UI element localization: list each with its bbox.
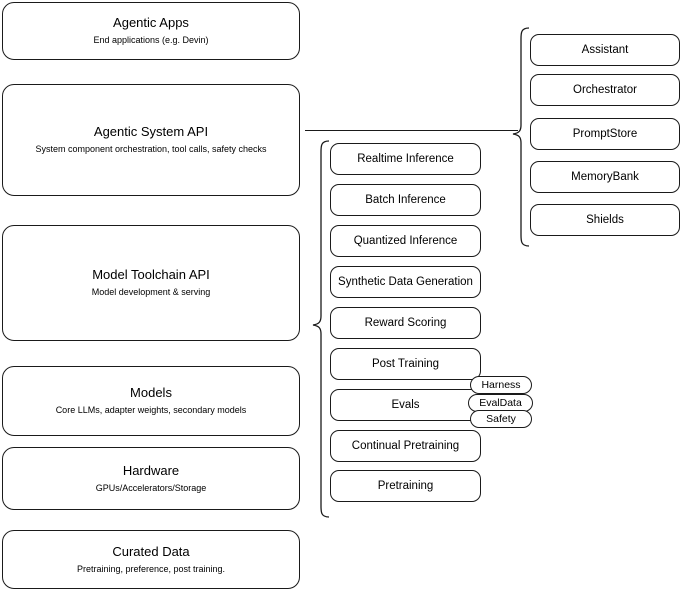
eval-pill-harness[interactable]: Harness xyxy=(470,376,532,394)
layer-subtitle: Core LLMs, adapter weights, secondary mo… xyxy=(55,405,247,415)
layer-agentic-system-api[interactable]: Agentic System API System component orch… xyxy=(2,84,300,196)
capability-reward-scoring[interactable]: Reward Scoring xyxy=(330,307,481,339)
capability-post-training[interactable]: Post Training xyxy=(330,348,481,380)
layer-hardware[interactable]: Hardware GPUs/Accelerators/Storage xyxy=(2,447,300,510)
layer-subtitle: End applications (e.g. Devin) xyxy=(93,35,209,45)
capability-realtime-inference[interactable]: Realtime Inference xyxy=(330,143,481,175)
layer-title: Hardware xyxy=(122,462,180,478)
capability-quantized-inference[interactable]: Quantized Inference xyxy=(330,225,481,257)
eval-pill-safety[interactable]: Safety xyxy=(470,410,532,428)
capability-evals[interactable]: Evals xyxy=(330,389,481,421)
layer-title: Curated Data xyxy=(112,543,190,559)
layer-curated-data[interactable]: Curated Data Pretraining, preference, po… xyxy=(2,530,300,589)
component-memorybank[interactable]: MemoryBank xyxy=(530,161,680,193)
layer-title: Models xyxy=(130,385,172,400)
capability-synthetic-data-generation[interactable]: Synthetic Data Generation xyxy=(330,266,481,298)
component-promptstore[interactable]: PromptStore xyxy=(530,118,680,150)
component-shields[interactable]: Shields xyxy=(530,204,680,236)
capability-batch-inference[interactable]: Batch Inference xyxy=(330,184,481,216)
layer-title: Agentic System API xyxy=(93,124,209,139)
brace-toolchain-capabilities xyxy=(312,140,330,518)
capability-continual-pretraining[interactable]: Continual Pretraining xyxy=(330,430,481,462)
component-assistant[interactable]: Assistant xyxy=(530,34,680,66)
brace-system-components xyxy=(512,27,530,247)
capability-pretraining[interactable]: Pretraining xyxy=(330,470,481,502)
layer-subtitle: Pretraining, preference, post training. xyxy=(76,563,226,574)
layer-subtitle: System component orchestration, tool cal… xyxy=(35,144,267,154)
connector-line-system-api xyxy=(305,130,518,132)
component-orchestrator[interactable]: Orchestrator xyxy=(530,74,680,106)
layer-subtitle: Model development & serving xyxy=(91,287,211,297)
layer-title: Agentic Apps xyxy=(113,15,189,30)
layer-subtitle: GPUs/Accelerators/Storage xyxy=(95,482,207,493)
layer-agentic-apps[interactable]: Agentic Apps End applications (e.g. Devi… xyxy=(2,2,300,60)
layer-model-toolchain-api[interactable]: Model Toolchain API Model development & … xyxy=(2,225,300,341)
layer-title: Model Toolchain API xyxy=(92,267,210,282)
layer-models[interactable]: Models Core LLMs, adapter weights, secon… xyxy=(2,366,300,436)
